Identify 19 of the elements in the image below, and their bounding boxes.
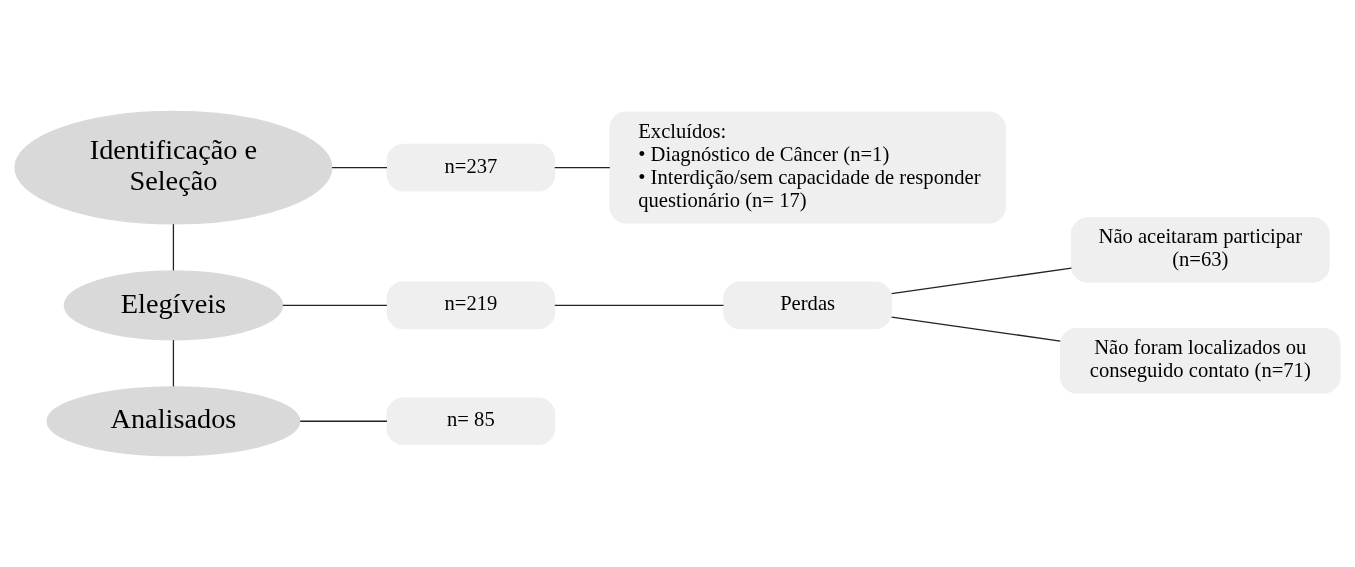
connector bbox=[172, 339, 175, 388]
node-box: n=219 bbox=[386, 281, 556, 330]
node-ellipse: Analisados bbox=[46, 386, 301, 457]
connector bbox=[331, 166, 388, 169]
node-box: Excluídos: • Diagnóstico de Câncer (n=1) • Interdição/sem capacidade de responder questionário (n= 17) bbox=[609, 111, 1006, 224]
node-ellipse: Identificação e Seleção bbox=[14, 110, 333, 225]
node-box: n= 85 bbox=[386, 397, 556, 446]
connector bbox=[554, 304, 725, 306]
node-box: Perdas bbox=[723, 281, 892, 330]
node-box: n=237 bbox=[386, 143, 556, 192]
connector bbox=[282, 304, 388, 306]
connector bbox=[299, 420, 388, 422]
connector bbox=[554, 166, 611, 169]
connector bbox=[172, 223, 175, 272]
node-box: Não aceitaram participar (n=63) bbox=[1070, 217, 1330, 283]
node-box: Não foram localizados ou conseguido contato (n=71) bbox=[1059, 327, 1341, 394]
connector bbox=[890, 316, 1061, 342]
node-ellipse: Elegíveis bbox=[63, 270, 284, 341]
connector bbox=[890, 267, 1073, 295]
